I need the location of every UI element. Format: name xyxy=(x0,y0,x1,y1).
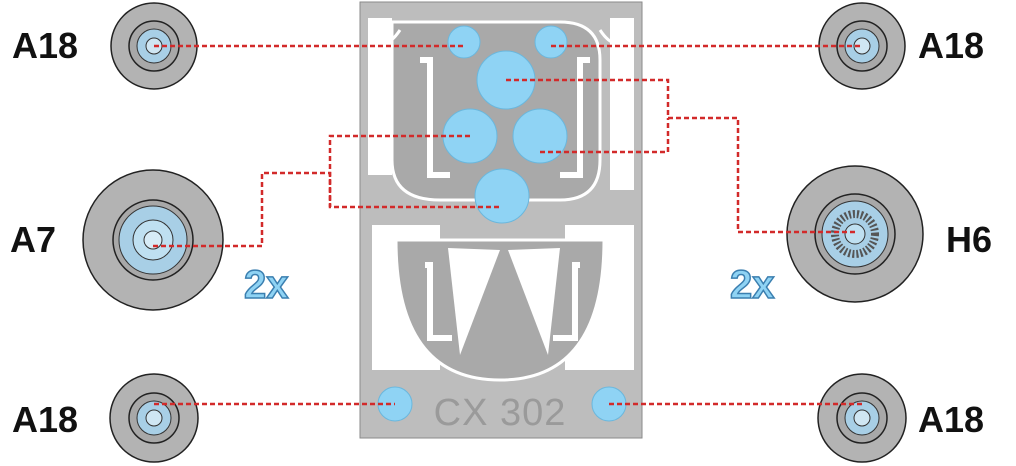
mask-circles xyxy=(377,25,627,422)
wheel-top-right xyxy=(818,2,906,90)
label-mid-left: A7 xyxy=(10,219,56,260)
quantity-mid-right: 2x xyxy=(730,263,775,307)
mask-circle-a18-top-left xyxy=(447,25,481,59)
leader-line-h6-branch xyxy=(540,118,670,154)
leader-line-h6 xyxy=(506,78,855,234)
label-bottom-left: A18 xyxy=(12,399,78,440)
wheel-mid-left xyxy=(82,169,224,311)
wheel-bottom-left xyxy=(109,373,199,463)
quantity-mid-left: 2x xyxy=(244,263,289,307)
leader-line-a7-branch xyxy=(328,134,470,207)
mask-circle-a18-top-right xyxy=(534,25,568,59)
label-bottom-right: A18 xyxy=(918,399,984,440)
label-top-left: A18 xyxy=(12,25,78,66)
sheet-code: CX 302 xyxy=(434,392,567,434)
mask-circle-a7-bottom xyxy=(474,168,530,224)
wheel-bottom-right xyxy=(817,373,907,463)
leader-line-a7 xyxy=(153,171,502,248)
leader-lines xyxy=(153,44,862,406)
mask-circle-h6-right xyxy=(512,108,568,164)
label-top-right: A18 xyxy=(918,25,984,66)
label-mid-right: H6 xyxy=(946,219,992,260)
wheel-mid-right xyxy=(786,165,924,303)
